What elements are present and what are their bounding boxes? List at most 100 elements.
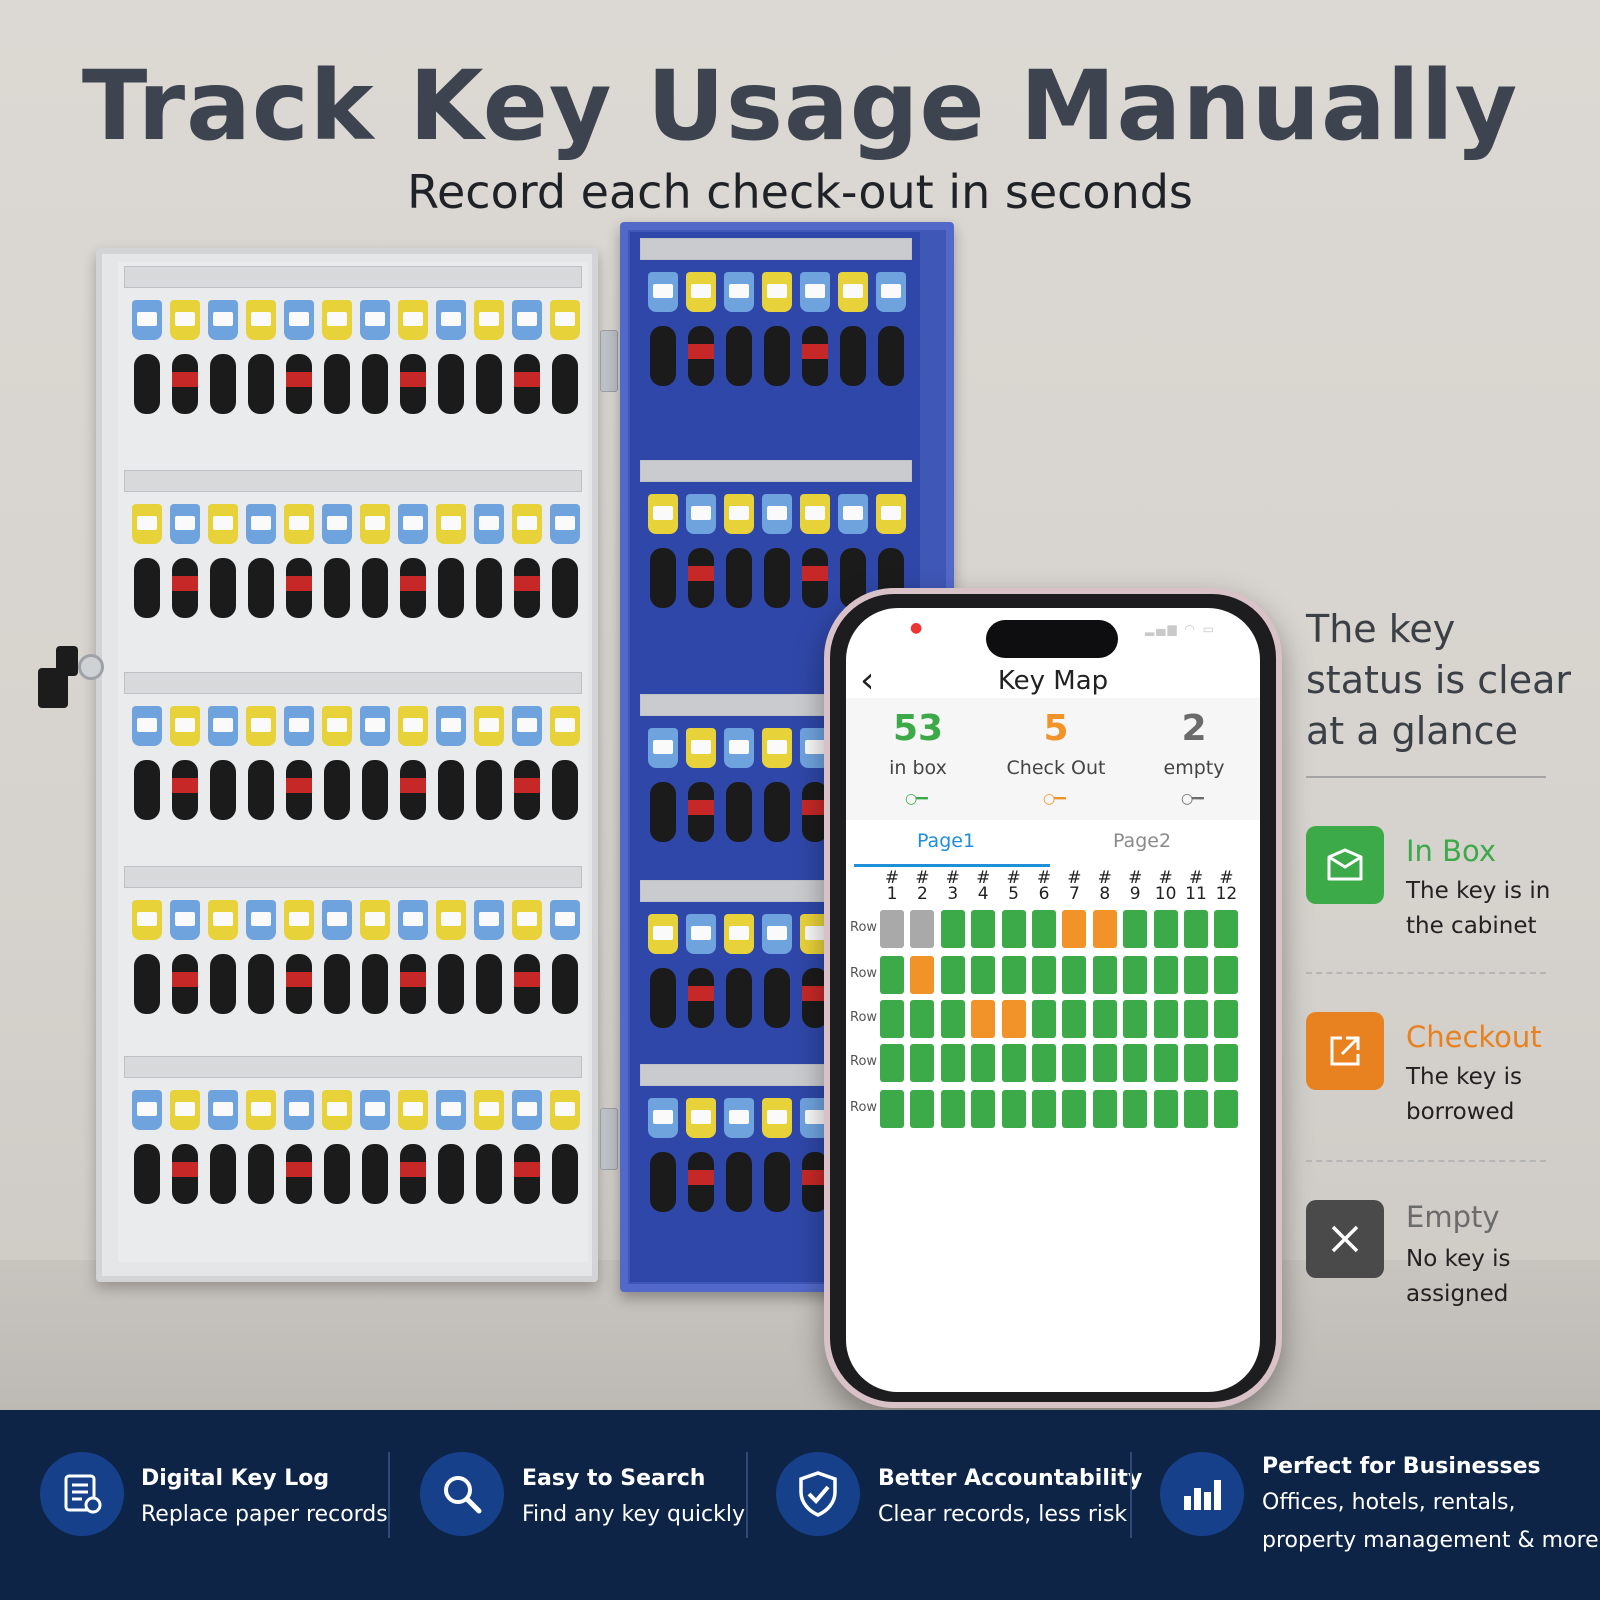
legend-divider (1306, 972, 1546, 974)
key-slot-cell-in[interactable] (1184, 1044, 1208, 1082)
key-hook-slot (284, 300, 314, 414)
close-icon (1306, 1200, 1384, 1278)
key-tag (648, 272, 678, 312)
key-slot-cell-out[interactable] (910, 956, 935, 994)
key-fob (324, 1144, 350, 1204)
key-fob (552, 760, 578, 820)
key-slot-cell-in[interactable] (1184, 1090, 1208, 1128)
key-fob (286, 558, 312, 618)
tab-page1[interactable]: Page1 (916, 830, 976, 852)
key-slot-cell-out[interactable] (1092, 910, 1117, 948)
key-slot-cell-in[interactable] (1062, 956, 1087, 994)
key-hook-slot (322, 1090, 352, 1204)
key-fob (514, 354, 540, 414)
key-tag (398, 900, 428, 940)
key-slot-cell-in[interactable] (971, 956, 996, 994)
column-header: # 10 (1154, 868, 1177, 904)
key-hook-slot (284, 1090, 314, 1204)
key-slot-cell-in[interactable] (1123, 1000, 1148, 1038)
key-slot-cell-in[interactable] (880, 1000, 904, 1038)
key-slot-cell-in[interactable] (1092, 1044, 1117, 1082)
key-fob (552, 954, 578, 1014)
shield-check-icon (776, 1452, 860, 1536)
key-tag (876, 494, 906, 534)
key-slot-cell-in[interactable] (910, 1044, 935, 1082)
key-slot-cell-in[interactable] (940, 1044, 965, 1082)
key-hook-slot (724, 494, 754, 608)
key-tag (648, 728, 678, 768)
key-slot-cell-in[interactable] (971, 1044, 996, 1082)
back-chevron-icon[interactable]: ‹ (860, 660, 875, 701)
key-slot-cell-in[interactable] (880, 1044, 904, 1082)
key-hook-slot (474, 706, 504, 820)
key-slot-cell-in[interactable] (1184, 1000, 1208, 1038)
column-header: # 1 (884, 868, 900, 904)
key-tag (550, 504, 580, 544)
key-hook-slot (686, 728, 716, 842)
key-slot-cell-in[interactable] (1214, 956, 1239, 994)
key-slot-cell-in[interactable] (1001, 1044, 1026, 1082)
key-slot-cell-in[interactable] (971, 910, 996, 948)
key-tag (322, 504, 352, 544)
key-slot-cell-in[interactable] (1032, 1000, 1056, 1038)
tab-page2[interactable]: Page2 (1112, 830, 1172, 852)
key-slot-cell-out[interactable] (971, 1000, 996, 1038)
key-slot-cell-in[interactable] (1032, 1044, 1056, 1082)
key-slot-cell-in[interactable] (1001, 956, 1026, 994)
key-slot-cell-in[interactable] (1214, 1000, 1239, 1038)
key-slot-cell-in[interactable] (1153, 1044, 1178, 1082)
key-slot-cell-in[interactable] (940, 910, 965, 948)
key-slot-cell-in[interactable] (1092, 1090, 1117, 1128)
key-slot-cell-in[interactable] (1214, 910, 1239, 948)
key-slot-cell-in[interactable] (1184, 910, 1208, 948)
feature-title: Digital Key Log (141, 1466, 330, 1491)
key-slot-cell-empty[interactable] (910, 910, 935, 948)
key-slot-cell-in[interactable] (1062, 1000, 1087, 1038)
key-fob (802, 968, 828, 1028)
key-slot-cell-in[interactable] (1123, 910, 1148, 948)
key-tag (284, 900, 314, 940)
key-slot-cell-in[interactable] (1062, 1090, 1087, 1128)
key-slot-cell-in[interactable] (910, 1090, 935, 1128)
key-tag (208, 1090, 238, 1130)
key-slot-cell-in[interactable] (1184, 956, 1208, 994)
key-slot-cell-in[interactable] (1032, 1090, 1056, 1128)
key-slot-cell-in[interactable] (1123, 1090, 1148, 1128)
key-slot-cell-in[interactable] (1001, 910, 1026, 948)
key-slot-cell-in[interactable] (1153, 1000, 1178, 1038)
stat-check-out[interactable]: 5 Check Out ○━╸ (986, 698, 1126, 807)
key-slot-cell-in[interactable] (1092, 956, 1117, 994)
key-slot-cell-in[interactable] (1032, 956, 1056, 994)
key-slot-cell-in[interactable] (1153, 1090, 1178, 1128)
key-slot-cell-in[interactable] (910, 1000, 935, 1038)
key-fob (476, 1144, 502, 1204)
key-slot-cell-in[interactable] (1153, 910, 1178, 948)
key-slot-cell-in[interactable] (1123, 1044, 1148, 1082)
key-slot-cell-out[interactable] (1062, 910, 1087, 948)
key-slot-cell-in[interactable] (1032, 910, 1056, 948)
stat-empty[interactable]: 2 empty ○━╸ (1124, 698, 1260, 807)
key-slot-cell-in[interactable] (1153, 956, 1178, 994)
key-fob (840, 326, 866, 386)
key-slot-cell-in[interactable] (880, 1090, 904, 1128)
key-slot-cell-in[interactable] (1092, 1000, 1117, 1038)
key-row (132, 1090, 580, 1204)
key-slot-cell-in[interactable] (971, 1090, 996, 1128)
key-slot-cell-in[interactable] (1001, 1090, 1026, 1128)
key-tag (208, 300, 238, 340)
key-tag (360, 1090, 390, 1130)
key-slot-cell-in[interactable] (940, 1090, 965, 1128)
stat-in-box[interactable]: 53 in box ○━╸ (848, 698, 988, 807)
key-slot-cell-in[interactable] (1062, 1044, 1087, 1082)
key-tag (322, 300, 352, 340)
key-slot-cell-in[interactable] (880, 956, 904, 994)
key-slot-cell-in[interactable] (1214, 1044, 1239, 1082)
key-slot-cell-in[interactable] (940, 1000, 965, 1038)
key-slot-cell-out[interactable] (1001, 1000, 1026, 1038)
key-slot-cell-in[interactable] (1214, 1090, 1239, 1128)
key-slot-cell-empty[interactable] (880, 910, 904, 948)
key-slot-cell-in[interactable] (1123, 956, 1148, 994)
key-slot-cell-in[interactable] (940, 956, 965, 994)
key-tag (436, 504, 466, 544)
key-fob (764, 782, 790, 842)
